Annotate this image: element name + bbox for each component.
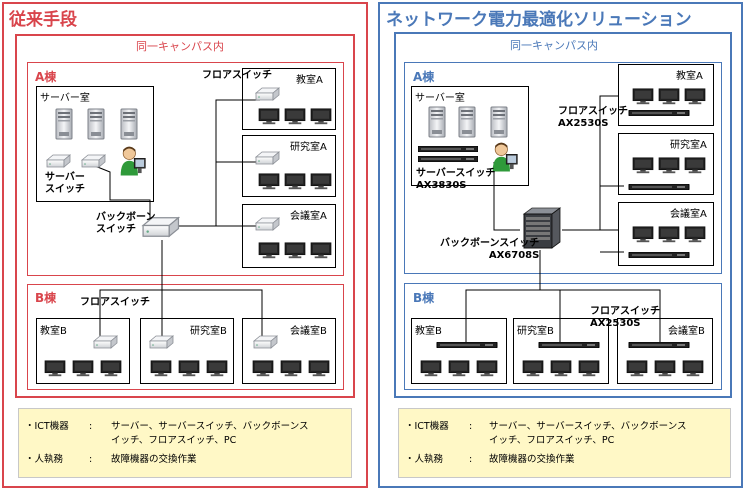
pc-icon (578, 360, 600, 378)
left-server-switch-label: サーバー スイッチ (45, 172, 85, 195)
left-campus-label: 同一キャンパス内 (136, 40, 224, 53)
right-building-b (404, 283, 722, 390)
right-server-icon-3 (490, 106, 508, 138)
right-note-row2-label: ・人執務 (405, 454, 444, 465)
left-server-room (36, 86, 154, 202)
right-room-b-lab-label: 研究室B (517, 326, 554, 337)
pc-icon (420, 360, 442, 378)
pc-icon (632, 226, 654, 244)
right-floor-switch-icon-b1 (434, 342, 500, 348)
right-room-a-lab-label: 研究室A (670, 140, 707, 151)
pc-icon (684, 157, 706, 175)
right-floor-switch-b-label: フロアスイッチ AX2530S (590, 306, 660, 329)
left-building-a (27, 62, 344, 276)
left-room-a-lab-label: 研究室A (290, 142, 327, 153)
pc-icon (550, 360, 572, 378)
left-note-row1-value: サーバー、サーバースイッチ、バックボーンス (111, 421, 309, 432)
left-note-row2-colon: : (89, 454, 93, 465)
right-server-icon-1 (428, 106, 446, 138)
pc-icon (448, 360, 470, 378)
left-room-b-classroom-label: 教室B (40, 326, 67, 337)
right-server-switch-label: サーバースイッチ AX3830S (416, 168, 496, 191)
left-floor-switch-b-label: フロアスイッチ (80, 297, 150, 308)
pc-icon (684, 88, 706, 106)
left-campus (15, 34, 355, 398)
right-floor-switch-icon-b3 (626, 342, 692, 348)
right-note-row1-value: サーバー、サーバースイッチ、バックボーンス (489, 421, 687, 432)
right-server-room-label: サーバー室 (415, 93, 465, 104)
left-room-b-lab-label: 研究室B (190, 326, 227, 337)
right-room-a-meeting-label: 会議室A (670, 209, 707, 220)
right-floor-switch-a-label: フロアスイッチ AX2530S (558, 106, 628, 129)
right-floor-switch-icon-a3 (624, 252, 694, 258)
left-note-row1-label: ・ICT機器 (25, 421, 69, 432)
right-campus (394, 32, 732, 398)
left-room-a-meeting-label: 会議室A (290, 211, 327, 222)
left-building-a-label: A棟 (35, 70, 57, 84)
right-room-a-classroom-label: 教室A (676, 71, 703, 82)
right-server-switch-icon-2 (418, 156, 478, 162)
pc-icon (476, 360, 498, 378)
right-building-b-label: B棟 (413, 291, 435, 305)
left-panel-title: 従来手段 (9, 10, 77, 30)
pc-icon (658, 157, 680, 175)
pc-icon (522, 360, 544, 378)
right-note-row1-value-cont: イッチ、フロアスイッチ、PC (489, 435, 615, 446)
pc-icon (658, 88, 680, 106)
left-note-box: ・ICT機器 : サーバー、サーバースイッチ、バックボーンス イッチ、フロアスイ… (18, 408, 352, 478)
pc-icon (654, 360, 676, 378)
pc-icon (682, 360, 704, 378)
left-building-b-label: B棟 (35, 291, 57, 305)
left-room-b-meeting-label: 会議室B (290, 326, 327, 337)
left-floor-switch-a-label: フロアスイッチ (202, 70, 272, 81)
right-note-row2-value: 故障機器の交換作業 (489, 454, 575, 465)
left-backbone-switch-label: バックボーン スイッチ (96, 212, 156, 235)
left-room-a-classroom-label: 教室A (296, 75, 323, 86)
right-backbone-switch-label: バックボーンスイッチ AX6708S (440, 238, 540, 261)
right-building-a-label: A棟 (413, 70, 435, 84)
left-note-row2-label: ・人執務 (25, 454, 64, 465)
right-campus-label: 同一キャンパス内 (510, 39, 598, 52)
right-floor-switch-icon-a1 (624, 110, 694, 116)
pc-icon (632, 88, 654, 106)
left-building-b (27, 284, 344, 390)
left-note-row2-value: 故障機器の交換作業 (111, 454, 197, 465)
right-room-b-meeting-label: 会議室B (668, 326, 705, 337)
right-server-icon-2 (458, 106, 476, 138)
left-note-row1-value-cont: イッチ、フロアスイッチ、PC (111, 435, 237, 446)
left-note-row1-colon: : (89, 421, 93, 432)
right-note-row2-colon: : (469, 454, 473, 465)
left-server-room-label: サーバー室 (40, 93, 90, 104)
right-note-box: ・ICT機器 : サーバー、サーバースイッチ、バックボーンス イッチ、フロアスイ… (398, 408, 731, 478)
right-building-a (404, 62, 722, 274)
right-room-b-classroom-label: 教室B (415, 326, 442, 337)
pc-icon (658, 226, 680, 244)
right-note-row1-colon: : (469, 421, 473, 432)
right-server-switch-icon-1 (418, 146, 478, 152)
right-floor-switch-icon-a2 (624, 184, 694, 190)
right-note-row1-label: ・ICT機器 (405, 421, 449, 432)
right-floor-switch-icon-b2 (536, 342, 602, 348)
pc-icon (626, 360, 648, 378)
right-panel-title: ネットワーク電力最適化ソリューション (386, 10, 692, 30)
pc-icon (684, 226, 706, 244)
pc-icon (632, 157, 654, 175)
